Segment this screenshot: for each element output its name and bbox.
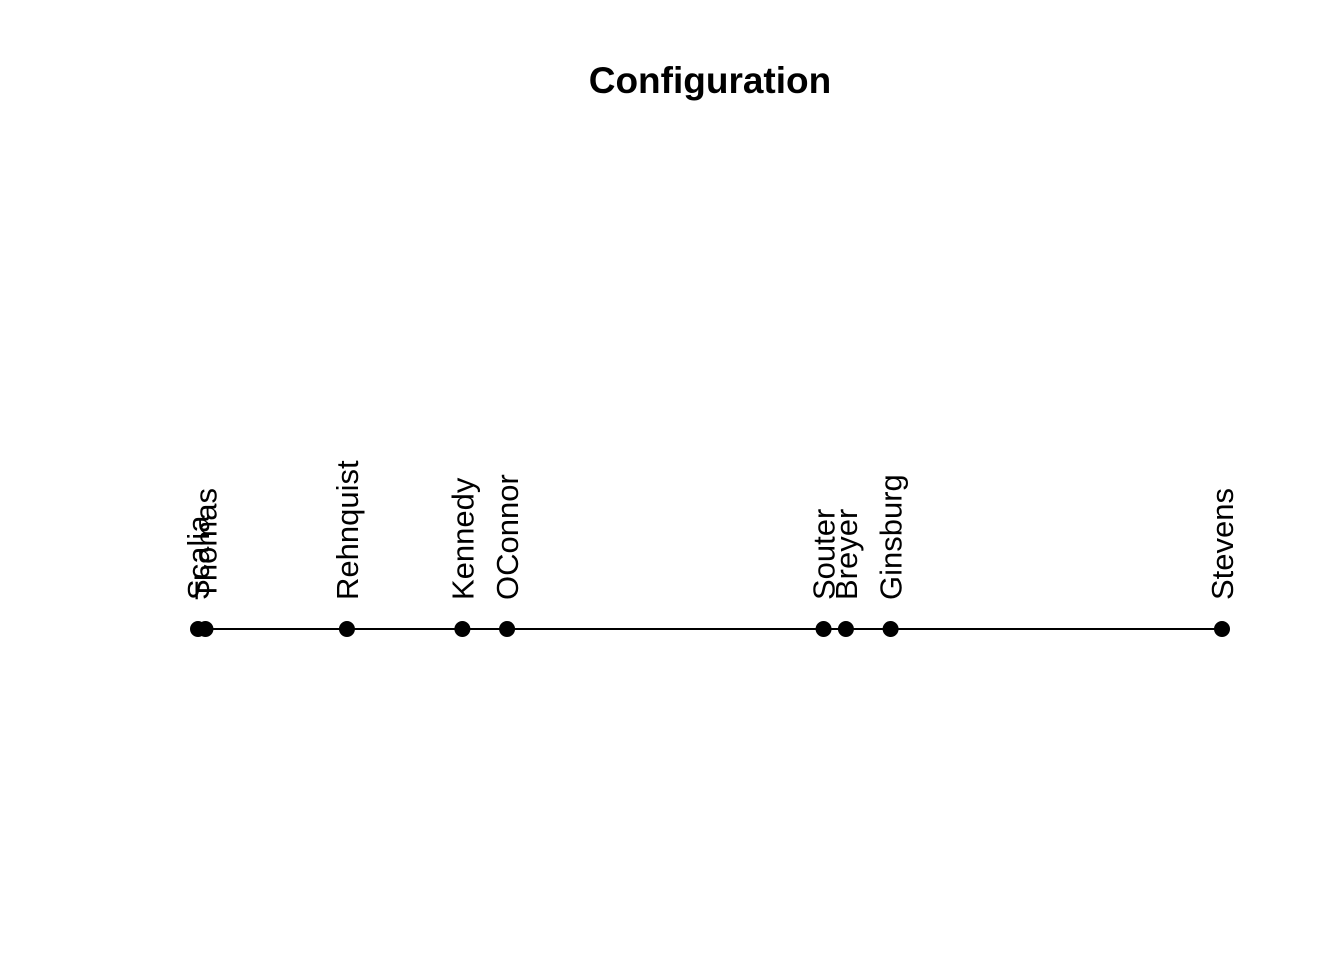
point-label-kennedy: Kennedy (445, 477, 480, 600)
point-label-oconnor: OConnor (490, 474, 525, 600)
point-label-ginsburg: Ginsburg (874, 474, 909, 600)
point-label-breyer: Breyer (829, 509, 864, 600)
point-rehnquist (338, 621, 355, 637)
point-stevens (1214, 621, 1230, 637)
point-label-stevens: Stevens (1205, 488, 1240, 600)
point-ginsburg (882, 621, 899, 637)
point-kennedy (454, 621, 471, 637)
point-oconnor (499, 621, 516, 637)
point-label-thomas: Thomas (188, 488, 223, 600)
chart-title: Configuration (589, 60, 832, 101)
point-souter (815, 621, 832, 637)
point-breyer (837, 621, 854, 637)
point-thomas (197, 621, 214, 637)
point-label-rehnquist: Rehnquist (330, 460, 365, 600)
point-label-scalia: Scalia (181, 515, 216, 600)
point-label-souter: Souter (807, 509, 842, 600)
